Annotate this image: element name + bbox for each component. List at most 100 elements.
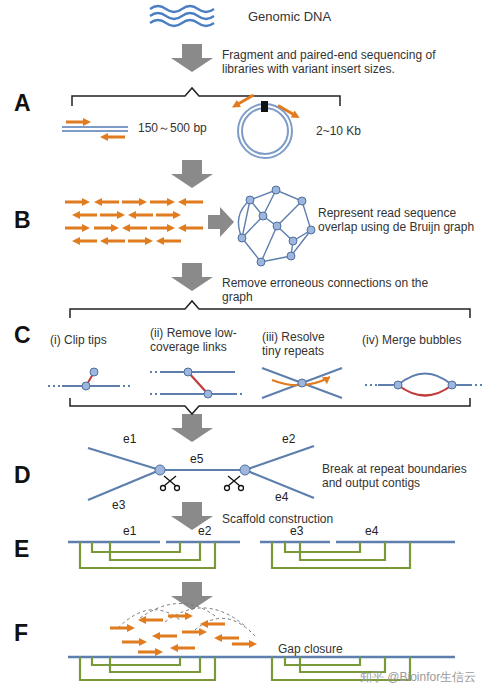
dna-strands bbox=[150, 6, 214, 26]
contig-name: e4 bbox=[365, 524, 378, 538]
gap-reads bbox=[168, 612, 193, 620]
stage-arrow bbox=[171, 582, 213, 610]
mate-pair-circle bbox=[230, 92, 256, 111]
tiny-repeat-sketch bbox=[262, 368, 342, 398]
short-insert-read-pair bbox=[62, 130, 128, 132]
insert-size: 150～500 bp bbox=[138, 121, 207, 135]
scissors bbox=[225, 486, 230, 491]
mate-pair-link bbox=[92, 657, 180, 665]
mate-pair-link bbox=[300, 657, 385, 672]
short-insert-read-pair bbox=[66, 118, 91, 126]
sequencing-reads bbox=[65, 198, 90, 206]
scissors bbox=[164, 476, 176, 486]
contig-graph bbox=[245, 446, 314, 470]
dna-strands bbox=[150, 6, 214, 12]
low-coverage-sketch bbox=[150, 368, 245, 398]
panel-letter: F bbox=[14, 620, 28, 646]
scissors bbox=[161, 476, 244, 491]
panel-letter: B bbox=[14, 207, 31, 233]
bubble-sketch bbox=[398, 374, 452, 386]
contig-line bbox=[68, 656, 455, 659]
tiny-repeat-sketch bbox=[262, 368, 342, 398]
sequencing-reads bbox=[150, 198, 175, 206]
contig-line bbox=[68, 656, 455, 659]
de-bruijn-graph bbox=[238, 190, 311, 262]
dna-strands bbox=[150, 13, 214, 19]
sequencing-reads bbox=[94, 224, 119, 232]
mate-pair-link bbox=[272, 542, 410, 568]
mate-pair-link bbox=[285, 657, 360, 665]
contig-graph bbox=[160, 469, 245, 471]
mate-pair-circle bbox=[261, 101, 268, 112]
gap-reads bbox=[138, 648, 163, 656]
sequencing-reads bbox=[178, 224, 203, 232]
short-insert-read-pair bbox=[62, 126, 128, 128]
step-caption: Gap closure bbox=[278, 642, 343, 656]
de-bruijn-graph bbox=[242, 190, 311, 262]
sequencing-reads bbox=[150, 224, 175, 232]
watermark: 知乎 @Bioinfor生信云 bbox=[360, 670, 476, 684]
tiny-repeat-sketch bbox=[322, 377, 330, 384]
graph-node bbox=[155, 465, 250, 475]
contig-name: e3 bbox=[290, 524, 303, 538]
low-coverage-sketch bbox=[150, 371, 160, 373]
contig-name: e1 bbox=[123, 432, 136, 446]
low-coverage-sketch bbox=[204, 390, 212, 398]
substep-label: (iv) Merge bubbles bbox=[362, 333, 461, 347]
scissors bbox=[161, 486, 166, 491]
contig-line bbox=[166, 541, 240, 544]
mate-pair-link bbox=[110, 542, 200, 560]
graph-node bbox=[272, 186, 280, 194]
sequencing-reads bbox=[122, 224, 147, 232]
sequencing-reads bbox=[65, 198, 203, 245]
bubble-sketch bbox=[365, 374, 482, 396]
step-caption: Remove erroneous connections on the grap… bbox=[222, 276, 454, 304]
graph-node bbox=[238, 234, 246, 242]
contig-graph bbox=[88, 448, 160, 470]
scissors bbox=[228, 476, 240, 486]
clip-tips-sketch bbox=[118, 385, 132, 387]
graph-node bbox=[273, 222, 281, 230]
bubble-sketch bbox=[398, 385, 452, 396]
bubble-sketch bbox=[394, 381, 402, 389]
gap-reads bbox=[182, 628, 207, 636]
graph-node bbox=[259, 212, 267, 220]
tiny-repeat-sketch bbox=[262, 368, 342, 398]
clip-tips-sketch bbox=[48, 368, 132, 390]
low-coverage-sketch bbox=[160, 393, 235, 395]
bracket bbox=[72, 88, 340, 106]
graph-node bbox=[238, 186, 315, 266]
input-label: Genomic DNA bbox=[248, 10, 331, 24]
tiny-repeat-sketch bbox=[298, 379, 306, 387]
bubble-sketch bbox=[448, 381, 456, 389]
gap-reads bbox=[138, 616, 163, 624]
contig-line bbox=[68, 541, 455, 544]
sequencing-reads bbox=[122, 198, 147, 206]
mate-pair-circle bbox=[242, 108, 288, 154]
panel-letter: A bbox=[14, 90, 31, 116]
clip-tips-sketch bbox=[82, 382, 90, 390]
mate-pair-circle bbox=[230, 92, 302, 159]
insert-size: 2~10 Kb bbox=[316, 124, 361, 138]
contig-name: e2 bbox=[198, 524, 211, 538]
contig-name: e2 bbox=[282, 432, 295, 446]
contig-name: e4 bbox=[275, 490, 288, 504]
de-bruijn-graph bbox=[238, 200, 250, 238]
substep-label: (ii) Remove low-coverage links bbox=[150, 326, 245, 354]
mate-pair-link bbox=[80, 542, 410, 568]
stage-arrow bbox=[171, 414, 213, 442]
step-caption: Break at repeat boundaries and output co… bbox=[322, 462, 482, 490]
step-caption: Fragment and paired-end sequencing of li… bbox=[222, 48, 457, 76]
paired-read-link bbox=[118, 603, 255, 636]
gap-reads bbox=[214, 634, 239, 642]
stage-arrow bbox=[208, 207, 234, 237]
scissors bbox=[228, 476, 240, 486]
sequencing-reads bbox=[178, 198, 203, 206]
scissors bbox=[175, 486, 180, 491]
gap-reads bbox=[122, 638, 147, 646]
low-coverage-sketch bbox=[235, 393, 245, 395]
contig-name: e5 bbox=[190, 452, 203, 466]
panel-letter: C bbox=[14, 322, 31, 348]
short-insert-read-pair bbox=[62, 118, 128, 141]
gap-reads bbox=[232, 640, 257, 648]
